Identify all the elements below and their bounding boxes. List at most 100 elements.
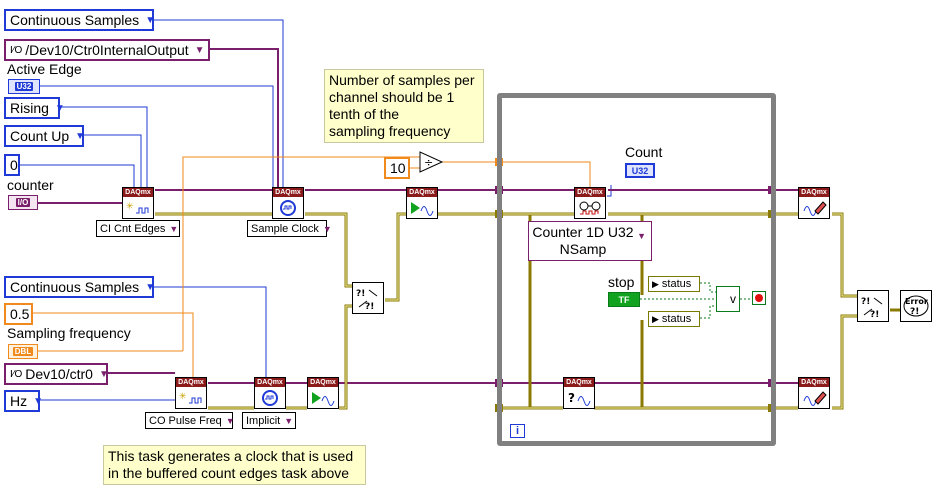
comment-line: sampling frequency (329, 123, 451, 139)
sample-clock-text: Sample Clock (251, 222, 319, 235)
dropdown-arrow-icon: ▼ (145, 281, 156, 293)
comment-line: This task generates a clock that is used (108, 448, 354, 464)
counter-type: I/O (15, 198, 31, 207)
simple-error-handler-vi[interactable]: Error?! (900, 290, 932, 322)
ten-constant[interactable]: 10 (384, 157, 410, 179)
daqmx-create-channel-co-vi[interactable]: DAQmx ✳ (175, 377, 207, 409)
ci-cnt-edges-text: CI Cnt Edges (100, 222, 166, 235)
active-edge-enum[interactable]: Rising ▼ (4, 97, 65, 119)
dropdown-arrow-icon: ▼ (54, 102, 65, 114)
ten-text: 10 (390, 160, 406, 176)
loop-iteration-terminal: i (510, 424, 525, 438)
read-type-selector[interactable]: Counter 1D U32 NSamp ▼ (528, 221, 652, 261)
daqmx-timing-implicit-vi[interactable]: DAQmx (254, 377, 286, 409)
units-text: Hz (10, 393, 28, 409)
dropdown-arrow-icon: ▼ (169, 223, 179, 234)
count-indicator-label: Count (625, 144, 663, 160)
svg-text:?: ? (568, 391, 575, 405)
sampling-frequency-constant[interactable]: 0.5 (4, 303, 33, 325)
start-task-icon (407, 197, 437, 218)
daqmx-create-channel-ci-vi[interactable]: DAQmx ✳ (122, 187, 154, 219)
counter-terminal[interactable]: I/O (8, 195, 38, 210)
stop-label: stop (608, 274, 635, 290)
dropdown-arrow-icon: ▼ (637, 231, 646, 241)
clock-task-comment: This task generates a clock that is used… (103, 445, 366, 485)
count-direction-text: Count Up (10, 128, 70, 144)
samples-per-channel-comment: Number of samples per channel should be … (324, 69, 484, 143)
comment-line: Number of samples per (329, 72, 475, 88)
vi-header: DAQmx (176, 378, 206, 387)
merge-errors-vi[interactable]: ?!?! (352, 282, 384, 314)
dropdown-arrow-icon: ▼ (33, 395, 44, 407)
counter-source-io-constant[interactable]: I⁄O /Dev10/Ctr0InternalOutput ▼ (4, 39, 210, 61)
daqmx-start-task-bottom-vi[interactable]: DAQmx (307, 377, 339, 409)
daqmx-start-task-top-vi[interactable]: DAQmx (406, 187, 438, 219)
status-unbundle-bottom: ▶ status (648, 311, 700, 327)
sampling-frequency-terminal[interactable]: DBL (8, 344, 38, 359)
merge-errors-final-vi[interactable]: ?!?! (857, 290, 889, 322)
sampling-frequency-label: Sampling frequency (7, 325, 131, 341)
unbundle-arrow-icon: ▶ (652, 313, 659, 324)
initial-count-constant[interactable]: 0 (4, 154, 20, 176)
eraser-icon (799, 197, 829, 218)
sampling-frequency-value: 0.5 (10, 306, 30, 322)
merge-errors-icon: ?!?! (356, 289, 378, 311)
svg-text:?!: ?! (365, 302, 374, 311)
sample-clock-selector[interactable]: Sample Clock ▼ (247, 220, 332, 237)
pulse-counter-text: Dev10/ctr0 (25, 366, 93, 382)
daqmx-clear-task-bottom-vi[interactable]: DAQmx (798, 377, 830, 409)
vi-header: DAQmx (799, 188, 829, 197)
sample-mode-bottom-text: Continuous Samples (10, 279, 140, 295)
clock-icon (273, 197, 303, 218)
merge-errors-icon: ?!?! (861, 297, 883, 319)
co-pulse-freq-selector[interactable]: CO Pulse Freq ▼ (145, 412, 235, 429)
dropdown-arrow-icon: ▼ (98, 368, 109, 380)
units-enum[interactable]: Hz ▼ (4, 390, 44, 412)
svg-text:?!: ?! (861, 297, 870, 307)
loop-stop-condition-icon[interactable] (752, 291, 766, 305)
active-edge-terminal[interactable]: U32 (8, 79, 40, 94)
ci-cnt-edges-selector[interactable]: CI Cnt Edges ▼ (96, 220, 180, 237)
eraser-icon (799, 387, 829, 408)
dropdown-arrow-icon: ▼ (194, 44, 205, 56)
svg-text:?!: ?! (870, 310, 879, 319)
count-type: U32 (631, 165, 649, 176)
counter-source-text: /Dev10/Ctr0InternalOutput (25, 42, 189, 58)
implicit-selector[interactable]: Implicit ▼ (242, 412, 296, 429)
sample-mode-bottom-enum[interactable]: Continuous Samples ▼ (4, 276, 156, 298)
vi-header: DAQmx (308, 378, 338, 387)
io-prefix-icon: I⁄O (10, 44, 23, 56)
dropdown-arrow-icon: ▼ (284, 415, 294, 426)
status-unbundle-top: ▶ status (648, 276, 700, 292)
daqmx-is-task-done-vi[interactable]: DAQmx ? (563, 377, 595, 409)
svg-text:✳: ✳ (126, 202, 134, 212)
vi-header: DAQmx (273, 188, 303, 197)
iteration-text: i (515, 425, 520, 437)
clock-icon (255, 387, 285, 408)
vi-header: DAQmx (123, 188, 153, 197)
dropdown-arrow-icon: ▼ (145, 14, 156, 26)
stop-control-terminal[interactable]: TF (608, 292, 640, 307)
daqmx-read-vi[interactable]: DAQmx (574, 187, 606, 219)
pulse-counter-io-constant[interactable]: I⁄O Dev10/ctr0 ▼ (4, 363, 109, 385)
status-text: status (661, 313, 692, 325)
comment-line: in the buffered count edges task above (108, 465, 350, 481)
implicit-text: Implicit (246, 414, 281, 427)
svg-text:✳: ✳ (179, 392, 187, 402)
count-direction-enum[interactable]: Count Up ▼ (4, 125, 85, 147)
sample-mode-top-enum[interactable]: Continuous Samples ▼ (4, 9, 156, 31)
sampling-frequency-type: DBL (12, 347, 34, 356)
svg-text:Error: Error (905, 297, 928, 306)
daqmx-timing-sample-clock-vi[interactable]: DAQmx (272, 187, 304, 219)
stop-type: TF (618, 294, 630, 305)
error-handler-icon: Error?! (903, 295, 929, 317)
daqmx-clear-task-top-vi[interactable]: DAQmx (798, 187, 830, 219)
create-channel-icon: ✳ (123, 197, 153, 218)
task-done-icon: ? (564, 387, 594, 408)
active-edge-type: U32 (14, 82, 34, 91)
active-edge-text: Rising (10, 100, 49, 116)
comment-line: tenth of the (329, 106, 400, 122)
or-icon: v (730, 292, 736, 306)
counter-label: counter (7, 177, 54, 193)
while-loop[interactable] (497, 93, 776, 446)
